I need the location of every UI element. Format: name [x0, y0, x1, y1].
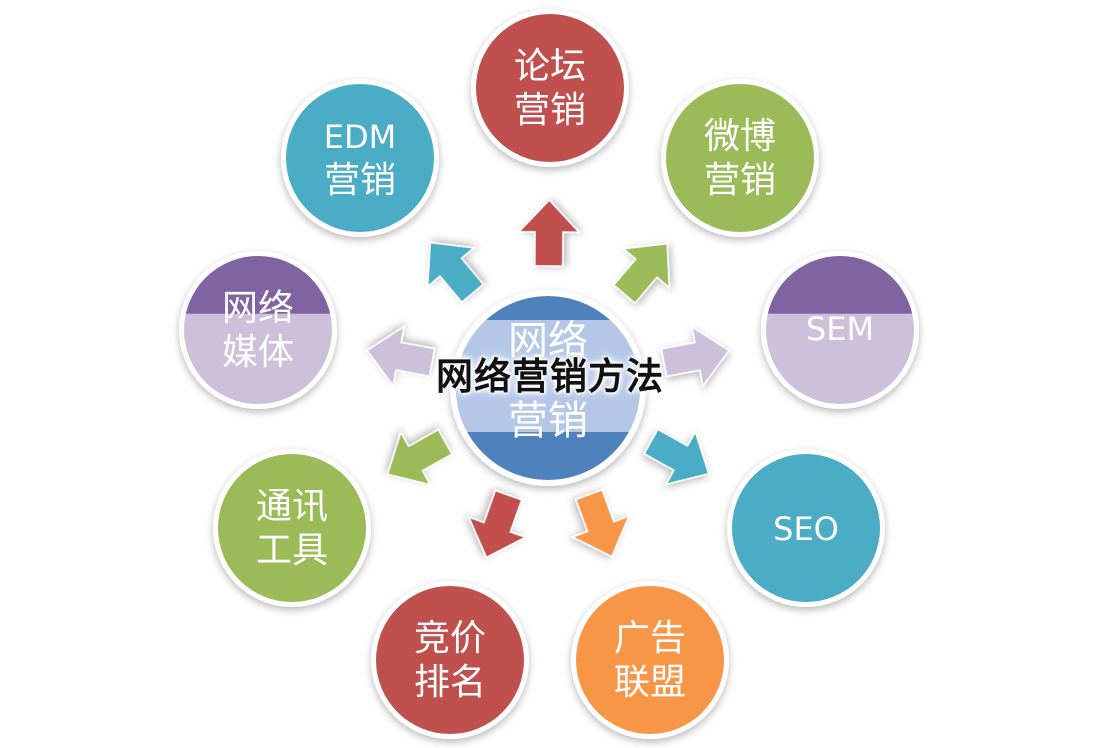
node-label-bidding: 竞价	[414, 618, 486, 659]
node-label-weibo: 微博	[704, 116, 776, 157]
overlay-title: 网络营销方法	[436, 355, 664, 398]
arrow-to-seo	[643, 428, 710, 486]
node-label-edm: 营销	[324, 160, 396, 201]
node-label-edm: EDM	[324, 118, 396, 156]
arrow-to-sem	[660, 325, 731, 388]
arrow-to-net-media	[366, 325, 436, 388]
node-label-im-tools: 工具	[256, 530, 328, 571]
node-label-seo: SEO	[773, 510, 839, 548]
node-label-forum: 营销	[514, 90, 586, 131]
node-label-im-tools: 通讯	[256, 486, 328, 527]
center-label-line: 营销	[508, 398, 588, 444]
arrow-to-edm	[426, 241, 485, 304]
node-seo: SEO	[727, 449, 885, 607]
node-label-net-media: 网络	[222, 288, 294, 329]
node-sem: SEM	[761, 251, 919, 409]
node-label-weibo: 营销	[704, 160, 776, 201]
arrow-to-im-tools	[386, 428, 454, 486]
arrow-to-forum	[517, 198, 581, 267]
node-label-sem: SEM	[806, 310, 874, 348]
node-label-ad-union: 联盟	[614, 662, 686, 703]
center-label-line: 网络	[508, 318, 588, 364]
node-edm: EDM 营销	[281, 79, 439, 237]
center-node: 网络营销	[450, 290, 646, 486]
node-label-net-media: 媒体	[222, 332, 294, 373]
arrow-to-weibo	[612, 242, 671, 305]
arrows-layer	[366, 198, 731, 559]
arrow-to-bidding	[467, 489, 528, 559]
arrow-to-ad-union	[570, 488, 631, 558]
node-label-forum: 论坛	[514, 46, 586, 87]
node-label-ad-union: 广告	[614, 618, 686, 659]
node-label-bidding: 排名	[414, 662, 486, 703]
